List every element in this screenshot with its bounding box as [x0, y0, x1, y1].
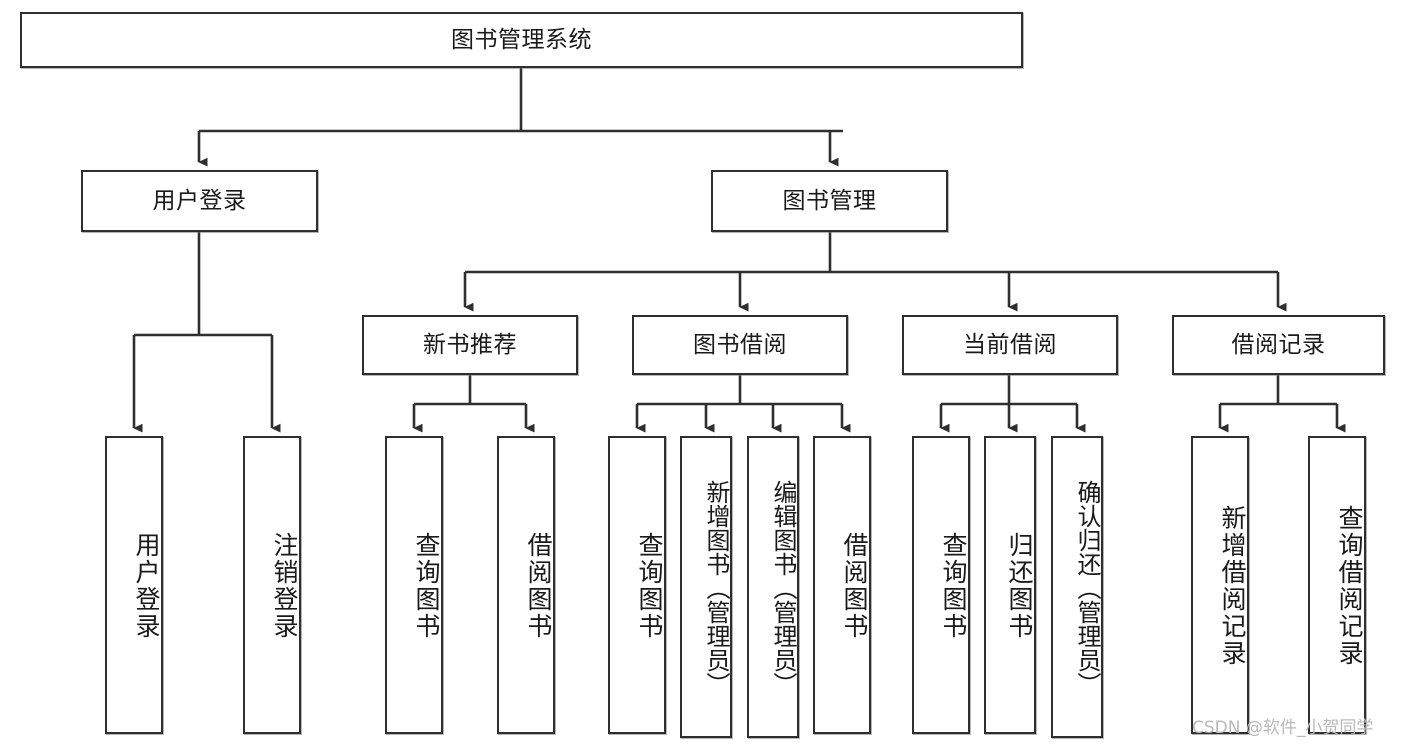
- node-current-borrow[interactable]: 当前借阅: [902, 315, 1118, 375]
- node-borrow-record[interactable]: 借阅记录: [1172, 315, 1385, 375]
- node-root-book-management-system[interactable]: 图书管理系统: [20, 12, 1023, 68]
- node-label: 新增借阅记录: [1218, 505, 1247, 667]
- node-user-login[interactable]: 用户登录: [81, 170, 318, 232]
- node-leaf-query-borrow-record[interactable]: 查询借阅记录: [1308, 436, 1366, 734]
- node-leaf-user-login[interactable]: 用户登录: [105, 436, 163, 734]
- node-label: 编辑图书（管理员）: [769, 480, 797, 696]
- node-leaf-borrow-book-borrow[interactable]: 借阅图书: [813, 436, 871, 734]
- node-book-management[interactable]: 图书管理: [711, 170, 948, 232]
- node-label: 新增图书（管理员）: [702, 480, 730, 696]
- node-label: 确认归还（管理员）: [1073, 480, 1101, 696]
- node-leaf-confirm-return-admin[interactable]: 确认归还（管理员）: [1051, 436, 1103, 738]
- node-leaf-query-book-current[interactable]: 查询图书: [912, 436, 970, 734]
- node-label: 注销登录: [270, 532, 299, 640]
- csdn-watermark: CSDN @软件_小贺同学: [1192, 718, 1374, 738]
- node-new-book-recommend[interactable]: 新书推荐: [362, 315, 578, 375]
- node-label: 用户登录: [152, 187, 247, 214]
- node-leaf-edit-book-admin[interactable]: 编辑图书（管理员）: [747, 436, 799, 738]
- node-label: 归还图书: [1005, 532, 1034, 640]
- node-label: 新书推荐: [423, 331, 517, 358]
- node-label: 借阅图书: [524, 532, 553, 640]
- node-label: 图书管理: [782, 187, 877, 214]
- node-leaf-query-book-recommend[interactable]: 查询图书: [385, 436, 443, 734]
- node-leaf-query-book-borrow[interactable]: 查询图书: [608, 436, 666, 734]
- node-leaf-user-logout[interactable]: 注销登录: [243, 436, 301, 734]
- node-label: 用户登录: [132, 532, 161, 640]
- node-label: 查询图书: [635, 532, 664, 640]
- node-label: 查询图书: [939, 532, 968, 640]
- node-label: 图书管理系统: [451, 26, 592, 53]
- node-leaf-add-book-admin[interactable]: 新增图书（管理员）: [680, 436, 732, 738]
- node-label: 图书借阅: [693, 331, 787, 358]
- node-leaf-add-borrow-record[interactable]: 新增借阅记录: [1191, 436, 1249, 734]
- node-label: 借阅记录: [1231, 331, 1326, 358]
- node-leaf-borrow-book-recommend[interactable]: 借阅图书: [497, 436, 555, 734]
- node-label: 借阅图书: [840, 532, 869, 640]
- node-label: 查询图书: [412, 532, 441, 640]
- node-label: 当前借阅: [963, 331, 1057, 358]
- node-leaf-return-book[interactable]: 归还图书: [984, 436, 1036, 734]
- node-label: 查询借阅记录: [1335, 505, 1364, 667]
- node-book-borrow[interactable]: 图书借阅: [632, 315, 848, 375]
